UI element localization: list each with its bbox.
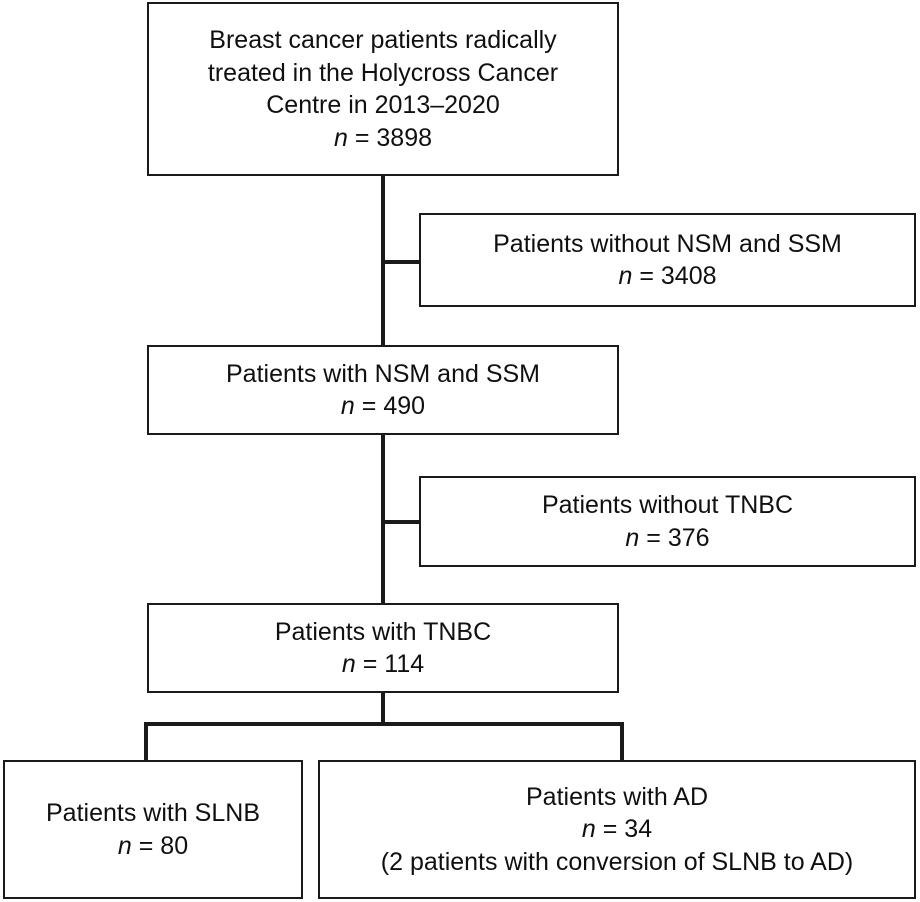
with-tnbc-count: n = 114 <box>342 648 424 681</box>
node-cohort-total: Breast cancer patients radically treated… <box>147 2 619 176</box>
with-tnbc-n-value: 114 <box>384 650 425 678</box>
slnb-n-label: n <box>117 831 132 860</box>
cohort-total-line1: Breast cancer patients radically <box>209 26 557 54</box>
with-nsmssm-line1: Patients with NSM and SSM <box>225 359 540 388</box>
cohort-total-line2: treated in the Holycross Cancer <box>207 58 559 87</box>
cohort-total-n-label: n <box>333 123 348 152</box>
ad-note: (2 patients with conversion of SLNB to A… <box>380 847 854 876</box>
with-nsmssm-n-value: 490 <box>383 392 426 420</box>
connector-stem-nsmssm-to-tnbc <box>381 433 385 605</box>
connector-branch-to-excluded-tnbc <box>381 520 421 524</box>
node-with-nsm-ssm: Patients with NSM and SSM n = 490 <box>147 345 619 435</box>
excluded-tnbc-n-equals: = <box>646 523 661 552</box>
cohort-total-n-equals: = <box>354 123 370 152</box>
slnb-count: n = 80 <box>118 830 188 863</box>
node-excluded-no-nsm-ssm: Patients without NSM and SSM n = 3408 <box>419 213 916 307</box>
with-nsmssm-count: n = 490 <box>341 390 425 423</box>
slnb-line1: Patients with SLNB <box>46 799 260 827</box>
node-ad: Patients with AD n = 34 (2 patients with… <box>318 760 916 899</box>
excluded-tnbc-line1: Patients without TNBC <box>541 491 794 519</box>
excluded-tnbc-n-label: n <box>625 523 640 552</box>
ad-n-value: 34 <box>624 815 653 844</box>
with-tnbc-line1: Patients with TNBC <box>274 617 492 646</box>
ad-line1: Patients with AD <box>525 782 709 811</box>
ad-count: n = 34 <box>582 813 652 846</box>
with-nsmssm-n-equals: = <box>361 392 377 420</box>
excluded-nsmssm-n-value: 3408 <box>660 262 717 290</box>
excluded-nsmssm-n-label: n <box>618 262 633 290</box>
connector-split-bar <box>144 722 624 726</box>
excluded-nsmssm-line1: Patients without NSM and SSM <box>493 229 842 258</box>
slnb-n-value: 80 <box>160 831 189 860</box>
connector-drop-to-ad <box>620 722 624 762</box>
connector-branch-to-excluded-nsmssm <box>381 260 421 264</box>
excluded-nsmssm-n-equals: = <box>639 262 654 290</box>
node-excluded-no-tnbc: Patients without TNBC n = 376 <box>419 476 916 567</box>
slnb-n-equals: = <box>138 831 154 860</box>
connector-stem-tnbc-to-split <box>381 691 385 726</box>
cohort-total-count: n = 3898 <box>334 122 432 155</box>
with-nsmssm-n-label: n <box>340 392 355 420</box>
excluded-tnbc-n-value: 376 <box>667 523 710 552</box>
node-slnb: Patients with SLNB n = 80 <box>3 760 303 899</box>
ad-n-equals: = <box>602 815 618 844</box>
excluded-nsmssm-count: n = 3408 <box>618 260 716 293</box>
node-with-tnbc: Patients with TNBC n = 114 <box>147 603 619 693</box>
cohort-total-n-value: 3898 <box>376 123 433 152</box>
with-tnbc-n-equals: = <box>362 650 378 678</box>
ad-n-label: n <box>581 815 596 844</box>
excluded-tnbc-count: n = 376 <box>625 522 709 555</box>
connector-drop-to-slnb <box>144 722 148 762</box>
with-tnbc-n-label: n <box>341 650 356 678</box>
cohort-total-line3: Centre in 2013–2020 <box>266 91 500 119</box>
